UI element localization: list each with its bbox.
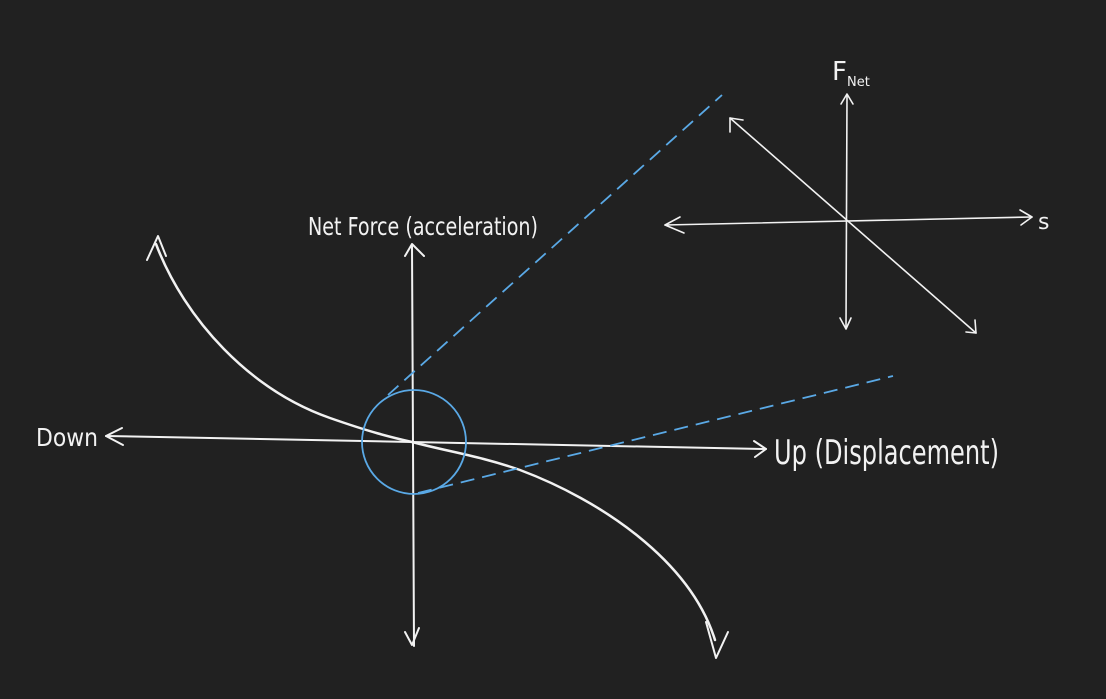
dashed-line-lower xyxy=(417,375,894,494)
main-graph xyxy=(105,235,767,659)
main-x-axis xyxy=(105,435,767,450)
main-x-axis-arrow-right xyxy=(753,440,767,458)
inset-graph xyxy=(664,93,1033,334)
inset-y-axis-arrow-down xyxy=(839,317,852,330)
inset-y-axis xyxy=(845,94,848,329)
main-y-axis-label: Net Force (acceleration) xyxy=(308,212,538,241)
highlight-group xyxy=(361,94,894,495)
main-x-axis-arrow-left xyxy=(105,427,124,446)
inset-y-axis-label-main: F xyxy=(832,57,847,87)
inset-y-axis-label: FNet xyxy=(832,57,870,90)
main-y-axis xyxy=(411,245,415,647)
curve-arrow-bottom xyxy=(705,621,729,659)
inset-y-axis-label-subscript: Net xyxy=(847,75,870,90)
force-displacement-curve xyxy=(154,242,717,642)
main-y-axis-arrow-down xyxy=(404,627,420,646)
inset-x-axis-label: s xyxy=(1038,210,1049,235)
inset-diagonal-arrow-upper xyxy=(729,117,744,133)
inset-diagonal-line xyxy=(729,117,977,334)
inset-diagonal-arrow-lower xyxy=(965,319,977,334)
zoom-circle xyxy=(361,389,467,495)
main-x-axis-negative-label: Down xyxy=(36,423,98,452)
inset-x-axis-arrow-left xyxy=(664,216,685,234)
inset-x-axis-arrow-right xyxy=(1019,209,1033,226)
inset-y-axis-arrow-up xyxy=(840,93,854,105)
curve-arrow-top xyxy=(146,235,167,261)
main-x-axis-positive-label: Up (Displacement) xyxy=(774,433,999,473)
main-y-axis-arrow-up xyxy=(404,243,425,257)
dashed-line-upper xyxy=(387,94,723,396)
